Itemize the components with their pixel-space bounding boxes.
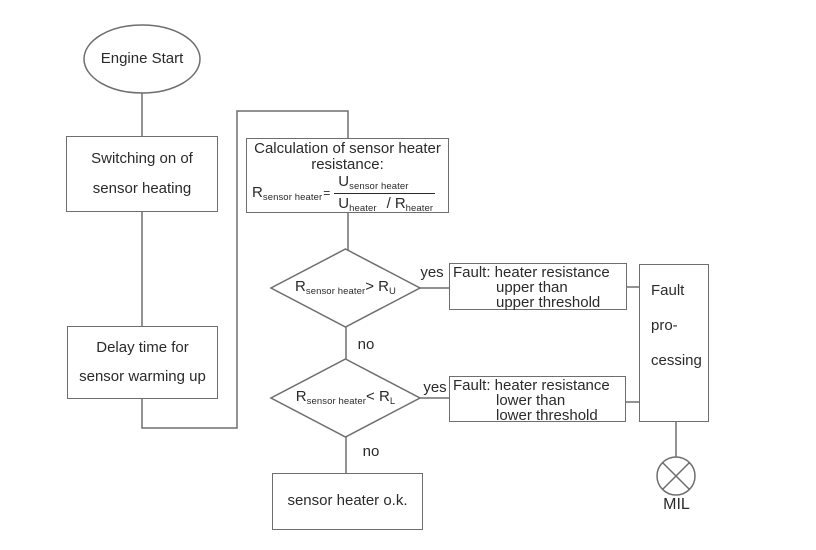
engine-start-ellipse [83, 24, 201, 94]
fault-lower-node: Fault: heater resistance lower than lowe… [449, 376, 626, 424]
edge-label-upper-no: no [357, 336, 375, 353]
fault-processing-node: Fault pro- cessing [639, 264, 709, 422]
edge-label-lower-yes: yes [423, 379, 447, 396]
fault-upper-line2: upper than [496, 279, 568, 296]
decision-upper-label: Rsensor heater> RU [271, 251, 420, 325]
calculation-node: Calculation of sensor heater resistance:… [246, 138, 449, 213]
fault-upper-line3: upper threshold [496, 294, 601, 311]
calculation-title-line2: resistance: [311, 156, 384, 173]
formula-slash: / [386, 194, 391, 212]
decision-lower-subscript: sensor heater [306, 396, 367, 408]
decision-upper-diamond [269, 248, 422, 328]
decision-lower-formula: Rsensor heater< RL [296, 389, 395, 407]
calculation-formula: Rsensor heater = Usensor heater Uheater /… [250, 173, 445, 214]
decision-upper-base: R [295, 278, 306, 296]
decision-lower-diamond [269, 358, 422, 438]
decision-upper-subscript: sensor heater [305, 286, 366, 298]
engine-start-node: Engine Start [84, 25, 200, 93]
formula-fraction: Usensor heater Uheater /Rheater [334, 173, 436, 214]
decision-lower-operator: < [366, 388, 375, 406]
mil-label: MIL [663, 496, 690, 513]
switching-on-node: Switching on of sensor heating [66, 136, 218, 212]
delay-time-line1: Delay time for [96, 338, 189, 356]
fault-processing-line1: Fault [651, 282, 685, 299]
formula-denominator: Uheater /Rheater [334, 194, 435, 214]
engine-start-label: Engine Start [100, 49, 184, 67]
delay-time-node: Delay time for sensor warming up [67, 326, 218, 399]
decision-lower-label: Rsensor heater< RL [271, 361, 420, 435]
formula-den1-base: U [338, 194, 350, 212]
decision-upper-operator: > [365, 278, 374, 296]
fault-lower-line1: Fault: heater resistance [453, 377, 610, 394]
edge-label-lower-no: no [362, 443, 380, 460]
decision-lower-base: R [295, 388, 307, 406]
decision-lower-rhs-base: R [378, 388, 390, 406]
connector-lines [141, 93, 677, 473]
fault-processing-line3: cessing [651, 352, 702, 369]
formula-lhs: Rsensor heater [252, 183, 323, 203]
formula-den1-subscript: heater [349, 202, 377, 214]
mil-lamp-icon [656, 456, 696, 496]
formula-den2-base: R [394, 194, 406, 212]
decision-upper-rhs-base: R [378, 278, 390, 296]
formula-den2-subscript: heater [405, 202, 434, 214]
calculation-title-line1: Calculation of sensor heater [254, 140, 441, 157]
edge-label-upper-yes: yes [420, 264, 444, 281]
sensor-heater-ok-node: sensor heater o.k. [272, 473, 423, 530]
switching-on-line2: sensor heating [92, 179, 192, 197]
switching-on-line1: Switching on of [91, 149, 193, 167]
fault-upper-node: Fault: heater resistance upper than uppe… [449, 263, 627, 310]
edge-delay-to-calculation [141, 110, 349, 429]
fault-lower-line2: lower than [496, 392, 566, 409]
sensor-heater-ok-label: sensor heater o.k. [287, 492, 408, 510]
formula-numerator: Usensor heater [334, 173, 436, 194]
formula-lhs-base: R [252, 183, 263, 201]
formula-lhs-subscript: sensor heater [262, 191, 323, 203]
decision-lower-rhs-subscript: L [389, 396, 396, 408]
fault-lower-line3: lower threshold [496, 407, 598, 424]
formula-num-base: U [338, 173, 350, 190]
delay-time-line2: sensor warming up [79, 367, 206, 385]
formula-num-subscript: sensor heater [349, 181, 409, 192]
fault-processing-line2: pro- [651, 317, 678, 334]
fault-upper-line1: Fault: heater resistance [453, 264, 610, 281]
decision-upper-formula: Rsensor heater> RU [295, 279, 396, 297]
decision-upper-rhs-subscript: U [389, 286, 396, 298]
formula-equals: = [323, 185, 331, 200]
